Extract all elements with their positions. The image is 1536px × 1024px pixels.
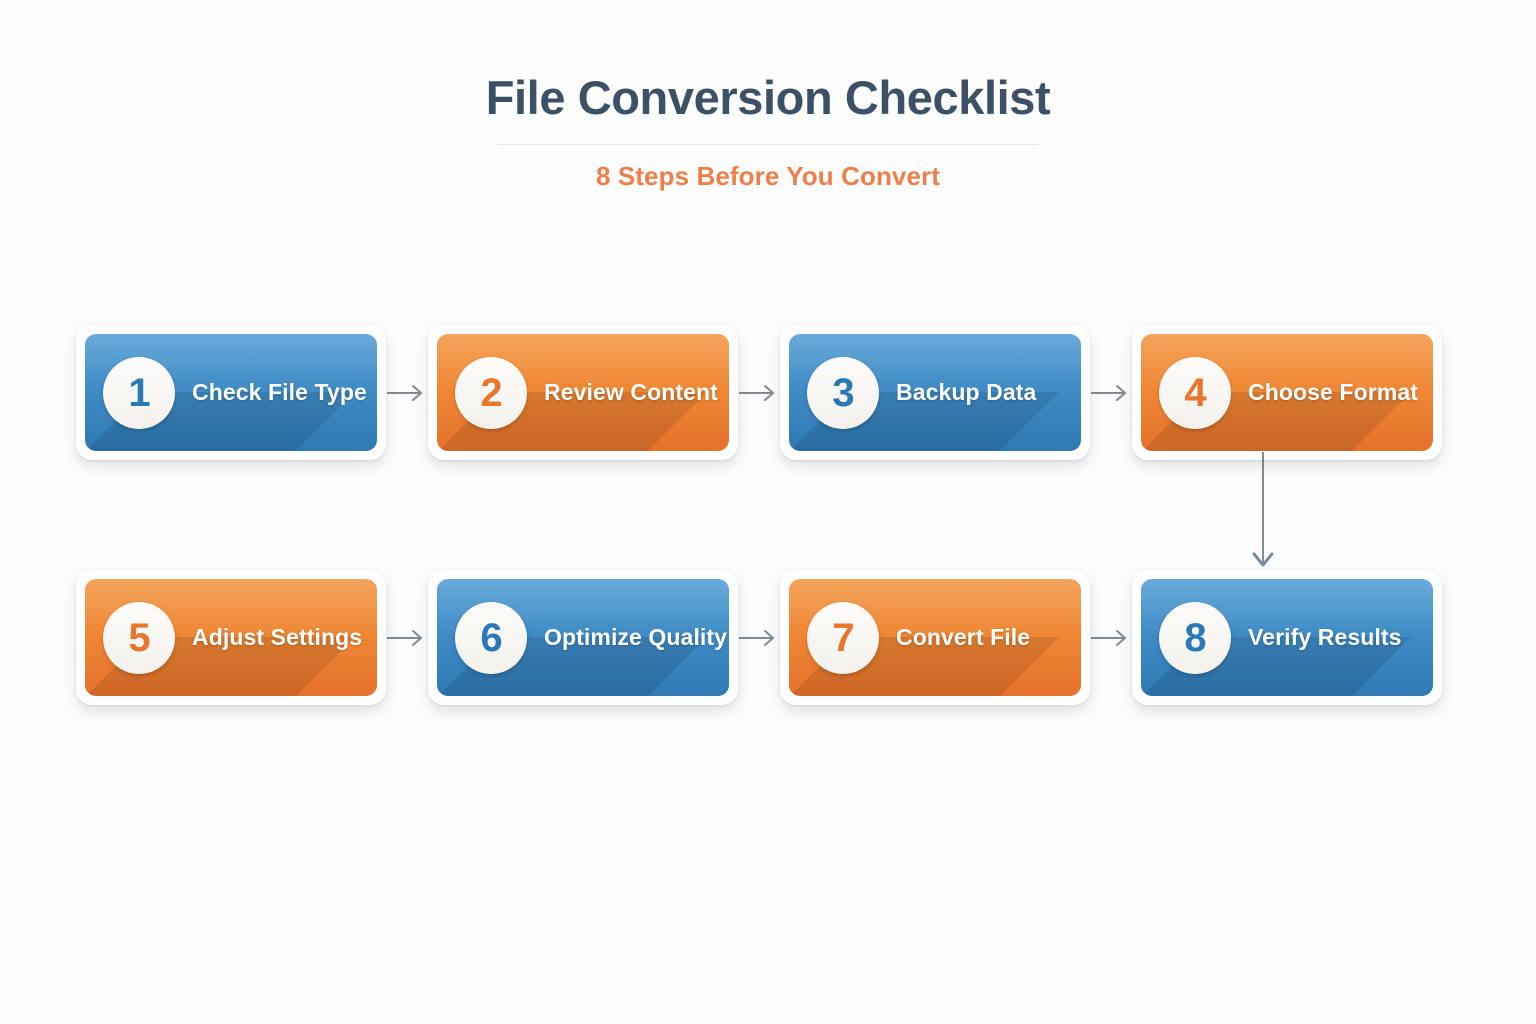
arrow-right-icon — [738, 382, 780, 404]
step-card-6[interactable]: 6 Optimize Quality — [428, 570, 738, 705]
step-label-4: Choose Format — [1248, 379, 1418, 405]
step-number-7: 7 — [832, 615, 854, 660]
step-number-8: 8 — [1184, 615, 1206, 660]
step-badge-5: 5 — [103, 601, 175, 674]
page-title: File Conversion Checklist — [485, 71, 1051, 124]
step-body-3: 3 Backup Data — [789, 334, 1081, 451]
step-card-4[interactable]: 4 Choose Format — [1132, 325, 1442, 460]
step-label-7: Convert File — [896, 624, 1031, 650]
step-label-2: Review Content — [544, 379, 718, 405]
step-card-1[interactable]: 1 Check File Type — [76, 325, 386, 460]
step-body-6: 6 Optimize Quality — [437, 579, 729, 696]
step-card-5[interactable]: 5 Adjust Settings — [76, 570, 386, 705]
step-card-8[interactable]: 8 Verify Results — [1132, 570, 1442, 705]
step-body-2: 2 Review Content — [437, 334, 729, 451]
step-label-5: Adjust Settings — [192, 624, 363, 650]
step-badge-4: 4 — [1159, 356, 1231, 429]
step-card-7[interactable]: 7 Convert File — [780, 570, 1090, 705]
step-body-8: 8 Verify Results — [1141, 579, 1433, 696]
step-label-8: Verify Results — [1248, 624, 1402, 650]
page-subtitle: 8 Steps Before You Convert — [595, 160, 941, 191]
step-number-1: 1 — [128, 370, 150, 415]
step-number-2: 2 — [480, 370, 502, 415]
step-number-6: 6 — [480, 615, 502, 660]
step-body-4: 4 Choose Format — [1141, 334, 1433, 451]
step-badge-7: 7 — [807, 601, 879, 674]
arrow-right-icon — [1090, 382, 1132, 404]
step-card-2[interactable]: 2 Review Content — [428, 325, 738, 460]
step-badge-8: 8 — [1159, 601, 1231, 674]
arrow-right-icon — [386, 382, 428, 404]
step-label-3: Backup Data — [896, 379, 1037, 405]
flow-row-1: 1 Check File Type 2 Review Content — [76, 325, 1442, 460]
step-card-3[interactable]: 3 Backup Data — [780, 325, 1090, 460]
step-body-7: 7 Convert File — [789, 579, 1081, 696]
step-body-1: 1 Check File Type — [85, 334, 377, 451]
arrow-right-icon — [386, 627, 428, 649]
title-divider — [498, 143, 1038, 145]
step-number-4: 4 — [1184, 370, 1206, 415]
step-badge-1: 1 — [103, 356, 175, 429]
arrow-down-icon — [1243, 452, 1283, 572]
arrow-right-icon — [738, 627, 780, 649]
step-body-5: 5 Adjust Settings — [85, 579, 377, 696]
arrow-right-icon — [1090, 627, 1132, 649]
header: File Conversion Checklist 8 Steps Before… — [0, 72, 1536, 192]
step-badge-6: 6 — [455, 601, 527, 674]
step-number-3: 3 — [832, 370, 854, 415]
step-label-1: Check File Type — [192, 379, 367, 405]
step-label-6: Optimize Quality — [544, 624, 728, 650]
flow-row-2: 5 Adjust Settings 6 Optimize Quality — [76, 570, 1442, 705]
step-number-5: 5 — [128, 615, 150, 660]
step-badge-3: 3 — [807, 356, 879, 429]
step-badge-2: 2 — [455, 356, 527, 429]
